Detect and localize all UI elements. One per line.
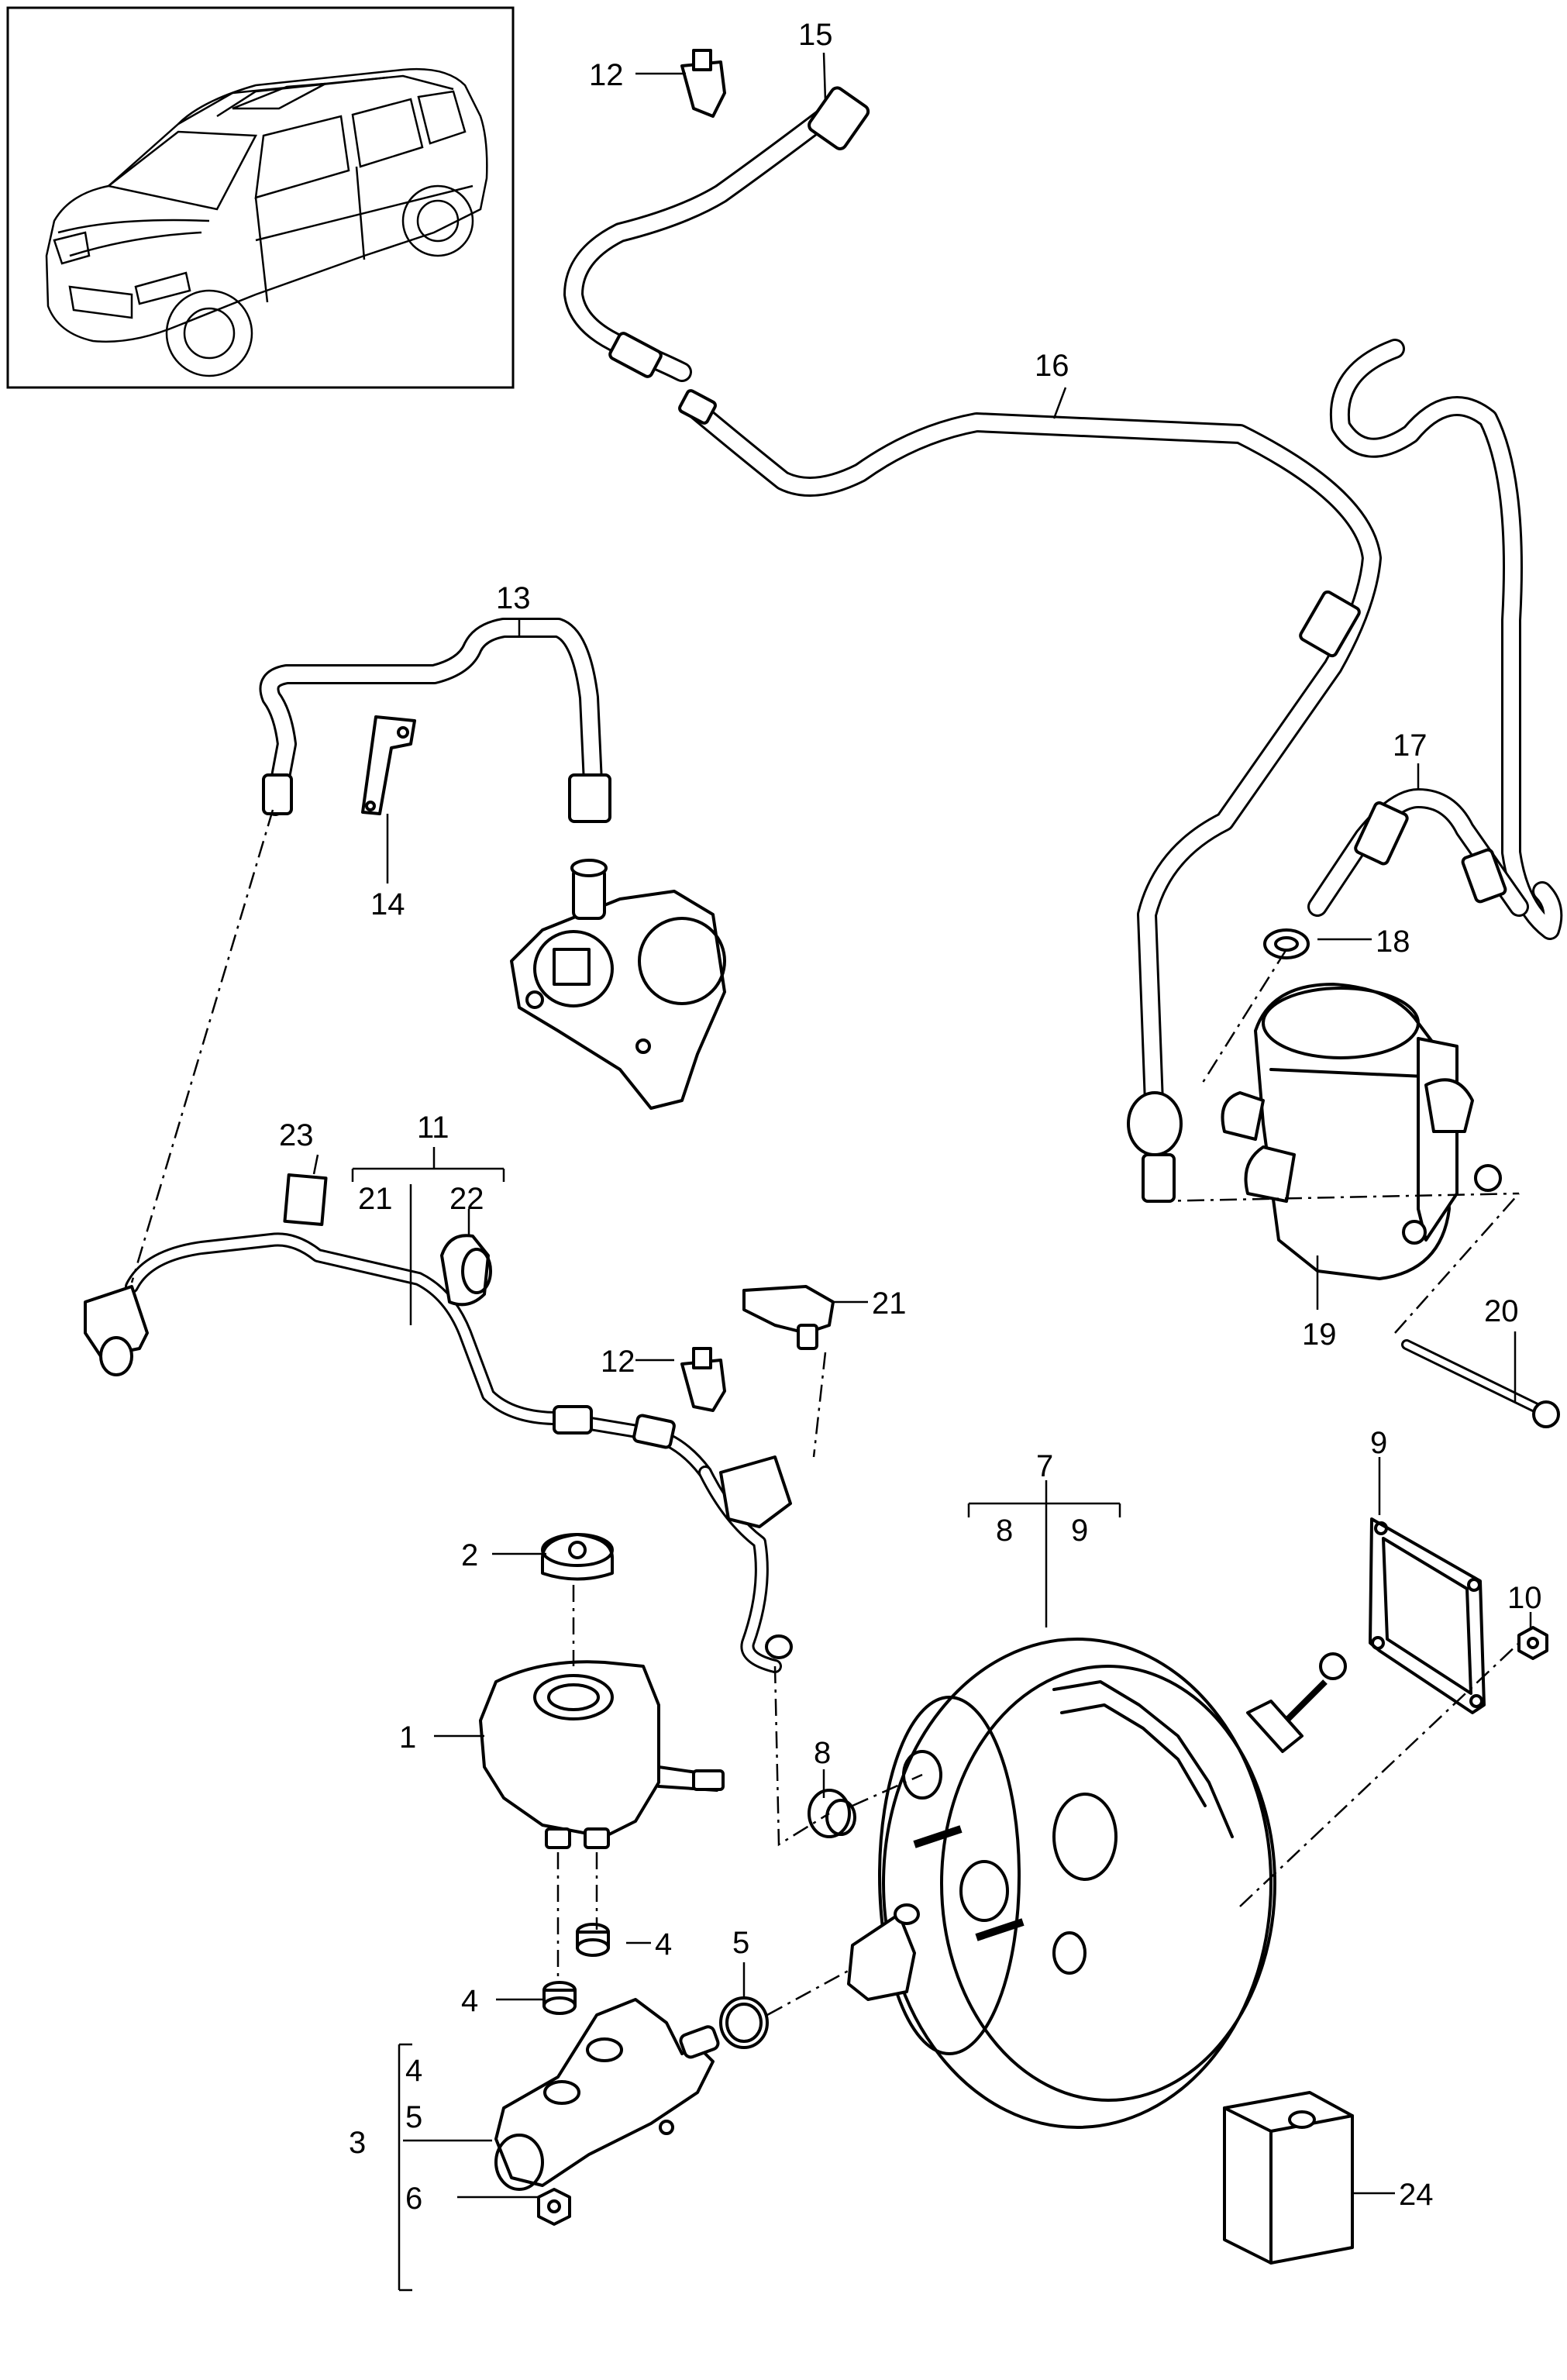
callout-12-top: 12 xyxy=(589,58,624,92)
callout-4-upper: 4 xyxy=(655,1927,672,1962)
callout-4-bracket: 4 xyxy=(405,2054,422,2088)
o-ring-5 xyxy=(719,1996,769,2049)
callout-11: 11 xyxy=(417,1111,449,1145)
brake-fluid-reservoir-1 xyxy=(479,1660,725,1849)
vacuum-hose-16 xyxy=(563,95,1382,1203)
bracket-14 xyxy=(361,715,416,815)
callout-10: 10 xyxy=(1507,1581,1542,1615)
callout-21-sensor: 21 xyxy=(872,1286,907,1321)
callout-19: 19 xyxy=(1302,1317,1337,1352)
callout-9-bracket: 9 xyxy=(1071,1514,1088,1548)
callout-3: 3 xyxy=(349,2126,366,2160)
callout-12-middle: 12 xyxy=(601,1345,635,1379)
callout-14: 14 xyxy=(370,887,405,921)
engine-vacuum-pump xyxy=(510,859,726,1110)
vacuum-hose-13 xyxy=(259,618,611,823)
callout-4-lower: 4 xyxy=(461,1984,478,2018)
nut-10 xyxy=(1517,1626,1548,1660)
callout-7: 7 xyxy=(1036,1449,1053,1483)
callout-6: 6 xyxy=(405,2182,422,2216)
callout-1: 1 xyxy=(399,1720,416,1755)
callout-8-grommet: 8 xyxy=(814,1736,831,1770)
callout-8-bracket: 8 xyxy=(996,1514,1013,1548)
gasket-23 xyxy=(283,1173,328,1226)
callout-5-ring: 5 xyxy=(732,1926,749,1960)
callout-24: 24 xyxy=(1399,2178,1434,2212)
clip-18 xyxy=(1263,928,1310,959)
callout-22: 22 xyxy=(449,1182,484,1216)
connection-lines xyxy=(130,809,1520,2017)
callout-23: 23 xyxy=(279,1118,314,1152)
brake-fluid-can-24 xyxy=(1223,2091,1354,2265)
callout-5-bracket: 5 xyxy=(405,2100,422,2134)
clip-12-middle xyxy=(680,1347,726,1412)
reservoir-cap-2 xyxy=(541,1533,614,1581)
callout-16: 16 xyxy=(1035,349,1069,383)
callout-21-bracket: 21 xyxy=(358,1182,393,1216)
callout-17: 17 xyxy=(1393,728,1428,763)
grommet-8 xyxy=(808,1789,856,1838)
pressure-sensor-21 xyxy=(742,1285,835,1350)
vacuum-pump-19 xyxy=(1221,983,1502,1280)
leader-lines xyxy=(312,52,1532,2292)
gasket-9 xyxy=(1369,1517,1486,1714)
seal-4-lower xyxy=(542,1981,577,2015)
damper-22 xyxy=(440,1234,492,1307)
clip-12-top xyxy=(680,49,726,118)
nut-6 xyxy=(537,2188,571,2226)
callout-13: 13 xyxy=(496,581,531,615)
callout-9-gasket: 9 xyxy=(1370,1426,1387,1460)
bolt-20 xyxy=(1401,1339,1560,1428)
callout-20: 20 xyxy=(1484,1294,1519,1328)
callout-15: 15 xyxy=(798,18,833,52)
callout-labels: 15 12 16 13 14 17 18 19 20 23 11 21 22 2… xyxy=(279,18,1542,2216)
vacuum-line-21 xyxy=(84,1232,793,1673)
callout-2: 2 xyxy=(461,1538,478,1572)
callout-18: 18 xyxy=(1376,925,1410,959)
master-cylinder-3 xyxy=(494,1998,720,2191)
suv-illustration xyxy=(45,67,488,377)
connector-15 xyxy=(808,86,870,150)
seal-4-upper xyxy=(576,1923,610,1957)
brake-booster-7 xyxy=(847,1638,1347,2129)
vacuum-hose-17 xyxy=(1307,339,1563,940)
vehicle-thumbnail xyxy=(6,6,515,389)
